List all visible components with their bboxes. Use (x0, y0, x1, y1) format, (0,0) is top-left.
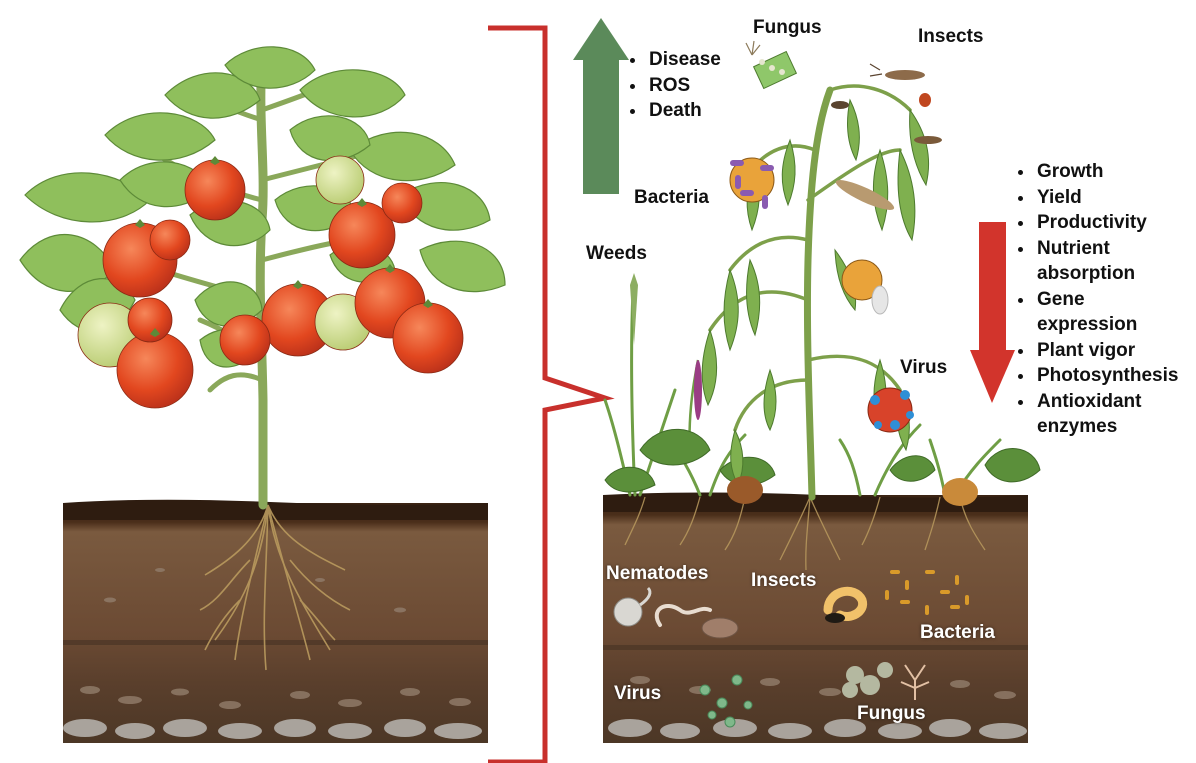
bacteria-soil-label: Bacteria (920, 622, 995, 644)
bacteria-top-label: Bacteria (634, 187, 709, 209)
virus-soil-label: Virus (614, 683, 661, 705)
insects-top-label: Insects (918, 26, 983, 48)
fungus-soil-label: Fungus (857, 703, 926, 725)
decrease-effects-list: Growth Yield Productivity Nutrient absor… (1013, 159, 1178, 440)
weeds-label: Weeds (586, 243, 647, 265)
healthy-stem (260, 60, 263, 505)
decrease-item: Gene expression (1035, 287, 1162, 338)
weed-broadleaf (605, 429, 1040, 492)
increase-item: Death (647, 98, 721, 124)
decrease-arrow (970, 222, 1015, 403)
increase-arrow (573, 18, 629, 194)
decrease-item: Photosynthesis (1035, 363, 1178, 389)
decrease-item: Plant vigor (1035, 338, 1178, 364)
insects-soil-label: Insects (751, 570, 816, 592)
increase-effects-list: Disease ROS Death (625, 47, 721, 124)
rotten-fruit-right (942, 478, 978, 506)
increase-item: Disease (647, 47, 721, 73)
stressed-stem (807, 90, 830, 497)
fungus-top-label: Fungus (753, 17, 822, 39)
stressed-soil (603, 495, 1028, 743)
decrease-item: Nutrient absorption (1035, 236, 1162, 287)
decrease-item: Antioxidant enzymes (1035, 389, 1162, 440)
fungus-top-graphic (746, 41, 796, 88)
healthy-plant-panel (20, 47, 505, 743)
decrease-item: Productivity (1035, 210, 1178, 236)
decrease-item: Yield (1035, 185, 1178, 211)
rotten-fruit-left (727, 476, 763, 504)
healthy-topsoil (63, 500, 488, 520)
nematodes-label: Nematodes (606, 563, 708, 585)
decrease-item: Growth (1035, 159, 1178, 185)
increase-item: ROS (647, 73, 721, 99)
virus-top-label: Virus (900, 357, 947, 379)
